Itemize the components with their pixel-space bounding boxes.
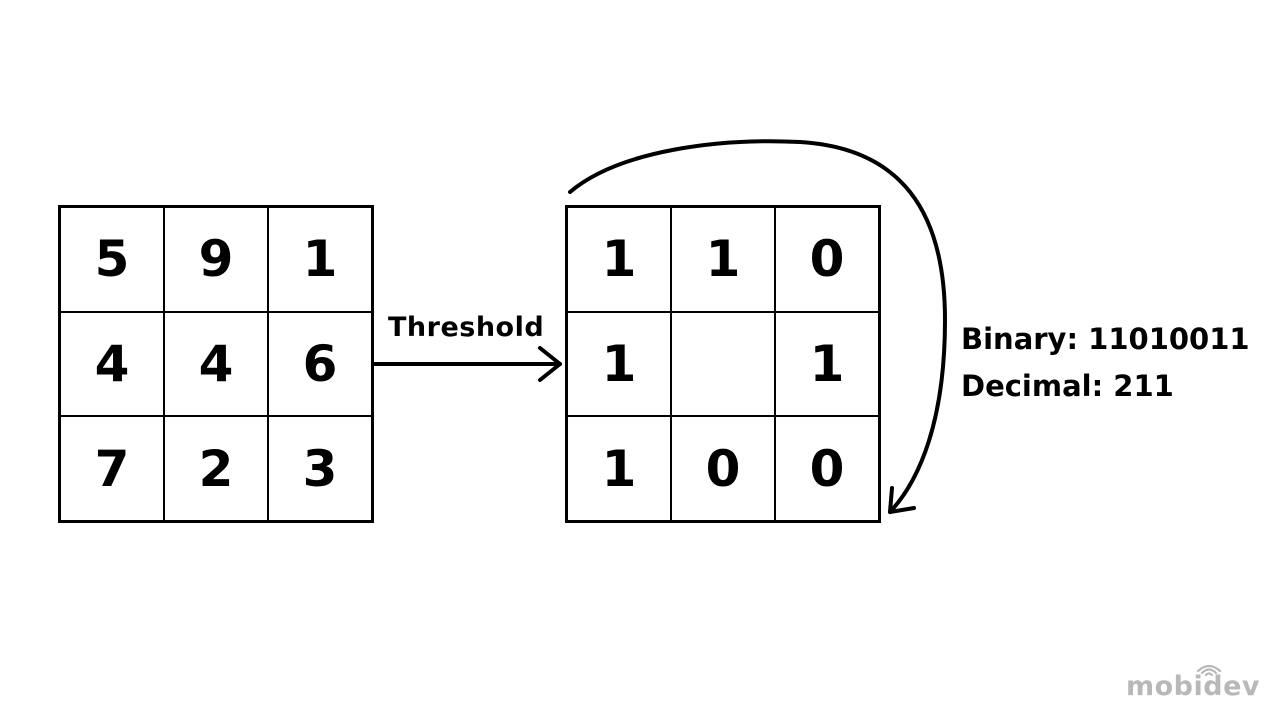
output-grid: 1 1 0 1 1 1 0 0 — [565, 205, 881, 523]
threshold-label: Threshold — [388, 312, 545, 343]
output-cell: 1 — [566, 206, 672, 313]
input-cell: 1 — [267, 206, 373, 313]
output-cell: 0 — [670, 415, 776, 522]
mobidev-logo: mobidev — [1125, 671, 1260, 702]
output-cell: 1 — [566, 415, 672, 522]
input-cell: 5 — [59, 206, 165, 313]
input-cell: 7 — [59, 415, 165, 522]
decimal-result: Decimal: 211 — [961, 369, 1174, 403]
wifi-icon — [1196, 664, 1222, 676]
binary-result: Binary: 11010011 — [961, 322, 1250, 356]
output-cell: 0 — [774, 415, 880, 522]
input-cell: 3 — [267, 415, 373, 522]
input-cell: 2 — [163, 415, 269, 522]
input-cell: 9 — [163, 206, 269, 313]
input-grid: 5 9 1 4 4 6 7 2 3 — [58, 205, 374, 523]
input-cell: 4 — [59, 310, 165, 418]
output-cell: 1 — [774, 310, 880, 418]
threshold-arrow — [372, 346, 562, 382]
output-center-cell — [670, 310, 776, 418]
output-cell: 0 — [774, 206, 880, 313]
output-cell: 1 — [670, 206, 776, 313]
output-cell: 1 — [566, 310, 672, 418]
input-cell: 6 — [267, 310, 373, 418]
input-center-cell: 4 — [163, 310, 269, 418]
